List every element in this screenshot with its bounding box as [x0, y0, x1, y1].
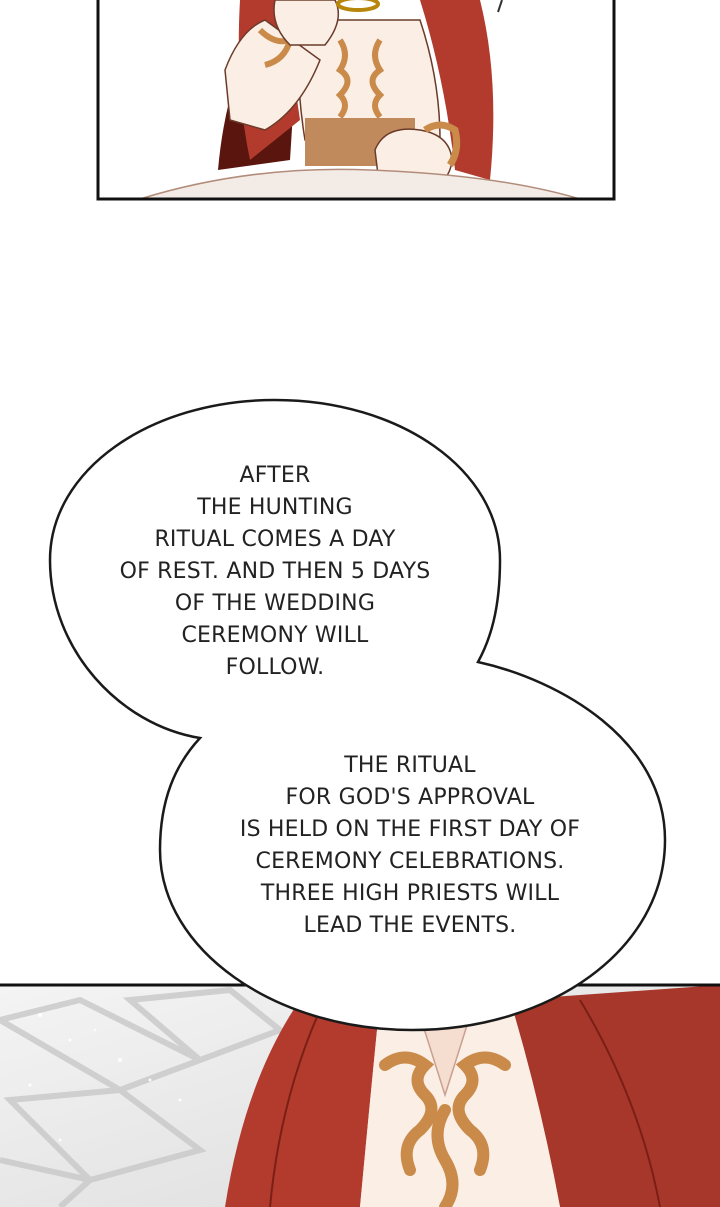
bubble-2-line: THREE HIGH PRIESTS WILL: [260, 881, 560, 906]
bubble-2-line: THE RITUAL: [344, 753, 476, 778]
speech-bubble-outline: [48, 398, 667, 1032]
cape-right: [420, 0, 494, 180]
gold-embroidery: [379, 1051, 511, 1207]
bubble-1-line: CEREMONY WILL: [181, 623, 369, 648]
top-comic-panel: [96, 0, 616, 201]
bubble-1-line: OF THE WEDDING: [174, 591, 376, 616]
bubble-2-line: LEAD THE EVENTS.: [303, 913, 517, 938]
embroidery: [335, 38, 385, 119]
left-fist: [273, 0, 340, 46]
bubble-1-line: FOLLOW.: [225, 655, 325, 680]
table: [139, 168, 581, 199]
bubble-1-line: RITUAL COMES A DAY: [154, 527, 396, 552]
bubble-2-line: FOR GOD'S APPROVAL: [285, 785, 535, 810]
floor-tiles: [0, 986, 286, 1207]
bubble-2-line: CEREMONY CELEBRATIONS.: [255, 849, 565, 874]
speech-bubble-2-text: THE RITUAL FOR GOD'S APPROVAL IS HELD ON…: [220, 750, 600, 942]
left-sleeve: [224, 19, 321, 131]
bubble-2-line: IS HELD ON THE FIRST DAY OF: [239, 817, 581, 842]
bubble-1-line: OF REST. AND THEN 5 DAYS: [119, 559, 431, 584]
bubble-1-line: AFTER: [239, 463, 311, 488]
speech-bubble-1-text: AFTER THE HUNTING RITUAL COMES A DAY OF …: [100, 460, 450, 684]
bubble-1-line: THE HUNTING: [197, 495, 353, 520]
sparkles: [28, 1013, 182, 1142]
cape-right-bottom: [510, 985, 720, 1207]
necklace: [336, 0, 380, 12]
cape-left-bottom: [225, 1000, 380, 1207]
right-cuff: [423, 121, 461, 167]
